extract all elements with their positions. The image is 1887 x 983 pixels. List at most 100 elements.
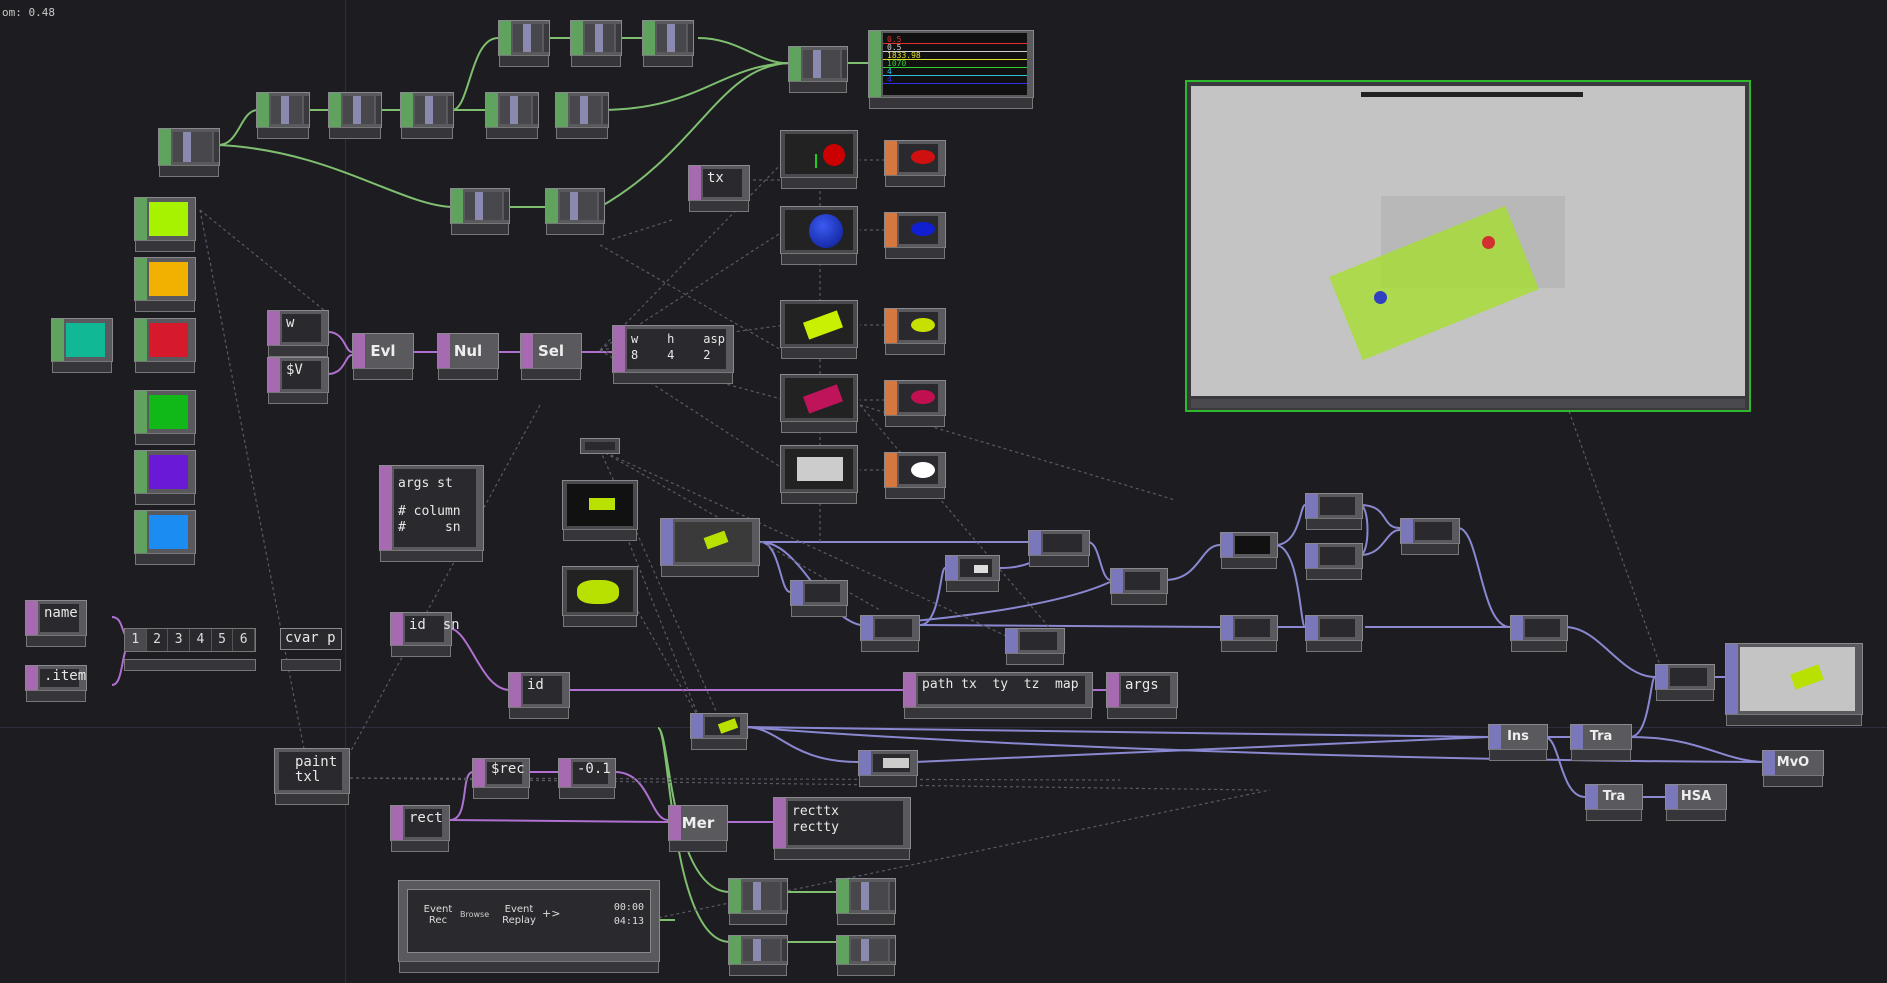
phong-mat-yellow[interactable] [884,308,946,355]
dat-node-tx[interactable]: tx [688,165,750,212]
chop-node[interactable] [485,92,539,139]
top-node[interactable] [1510,615,1568,652]
top-node[interactable] [860,615,920,652]
time-start: 00:00 [613,902,644,913]
txl-text: txl [295,769,321,785]
ins-text: Ins [1507,729,1529,744]
browse-button[interactable]: Browse [460,910,490,919]
phong-mat-blue[interactable] [884,212,946,259]
top-node[interactable] [690,713,748,750]
null-dat-node[interactable]: Nul [437,333,499,380]
top-node[interactable] [1305,543,1363,580]
top-node[interactable] [1028,530,1090,567]
zoom-level: om: 0.48 [2,6,55,19]
top-node[interactable] [1305,615,1363,652]
chop-node[interactable] [328,92,382,139]
selector-button[interactable]: 2 [147,629,169,651]
top-node[interactable] [858,750,918,787]
phong-mat-red[interactable] [884,140,946,187]
chop-node[interactable] [570,20,622,67]
phong-mat-white[interactable] [884,452,946,499]
args-dat-node[interactable]: args [1106,672,1178,719]
chop-node[interactable] [836,935,896,976]
constant-color-teal[interactable] [51,318,113,373]
selector-button[interactable]: 5 [212,629,234,651]
evl-text: Evl [370,342,396,360]
neg-dat-node[interactable]: -0.1 [558,758,616,799]
event-recorder-comp[interactable]: Event Rec Browse Event Replay +> 00:00 0… [398,880,660,973]
chop-node[interactable] [642,20,694,67]
paths-dat-node[interactable]: path tx ty tz map [903,672,1093,719]
geometry-comp-axis[interactable] [780,130,858,189]
phong-mat-pink[interactable] [884,380,946,427]
constant-color-green[interactable] [134,390,196,445]
chop-node[interactable] [158,128,220,177]
chop-node[interactable] [498,20,550,67]
chop-node[interactable] [400,92,454,139]
rec-dat-node[interactable]: $rec [472,758,530,799]
chop-node[interactable] [555,92,609,139]
event-rec-button[interactable]: Event Rec [423,904,453,926]
name-dat-node[interactable]: name [25,600,87,647]
id-dat-node[interactable]: id [508,672,570,719]
dat-node-v[interactable]: $V [267,357,329,404]
transform-top-node[interactable]: Tra [1570,724,1632,761]
top-node[interactable] [1220,532,1278,569]
constant-color-purple[interactable] [134,450,196,505]
top-node[interactable] [1110,568,1168,605]
movieout-top-node[interactable]: MvO [1762,750,1824,787]
geometry-comp-rect-magenta[interactable] [780,374,858,433]
chop-node[interactable] [728,935,788,976]
selector-button[interactable]: 6 [233,629,256,651]
render-top-node[interactable] [660,518,760,577]
id-sn-dat-node[interactable]: id sn [390,612,460,657]
selector-button[interactable]: 4 [190,629,212,651]
cvar-node[interactable]: cvar p [280,628,342,671]
camera-comp-2[interactable] [562,566,638,627]
light-comp[interactable] [580,438,620,454]
constant-color-blue[interactable] [134,510,196,565]
merge-dat-node[interactable]: Mer [668,805,728,852]
constant-color-lime[interactable] [134,197,196,252]
select-dat-node[interactable]: Sel [520,333,582,380]
event-replay-button[interactable]: Event Replay [502,904,536,926]
chop-node[interactable] [836,878,896,925]
chop-node[interactable] [545,188,605,235]
top-node[interactable] [790,580,848,617]
chop-node[interactable] [256,92,310,139]
constant-color-yellow[interactable] [134,257,196,312]
chop-node[interactable] [450,188,510,235]
viewer-panel[interactable] [1185,80,1751,412]
top-node[interactable] [1655,664,1715,701]
geometry-comp-rect-lime[interactable] [780,300,858,359]
hsv-adjust-top-node[interactable]: HSA [1665,784,1727,821]
chop-node[interactable] [728,878,788,925]
eval-dat-node[interactable]: Evl [352,333,414,380]
dat-node-w[interactable]: w [267,310,329,357]
geometry-comp-frame[interactable] [780,445,858,504]
chop-node[interactable] [788,46,848,93]
transform-top-node-2[interactable]: Tra [1585,784,1643,821]
camera-comp-1[interactable] [562,480,638,541]
selector-button[interactable]: 3 [168,629,191,651]
top-node[interactable] [1005,628,1065,665]
out-top-node[interactable] [1725,643,1863,726]
top-node[interactable] [1305,493,1363,530]
top-node[interactable] [945,555,1000,592]
rect-dat-node[interactable]: rect [390,805,450,852]
forward-button[interactable]: +> [542,907,561,920]
top-node[interactable] [1400,518,1460,555]
insert-top-node[interactable]: Ins [1488,724,1548,761]
text-dat-node[interactable]: args st# column# sn [379,465,484,562]
selector-button[interactable]: 1 [125,629,147,651]
geometry-comp-sphere[interactable] [780,206,858,265]
top-node[interactable] [1220,615,1278,652]
constant-color-red[interactable] [134,318,196,373]
item-dat-node[interactable]: .item [25,665,87,702]
